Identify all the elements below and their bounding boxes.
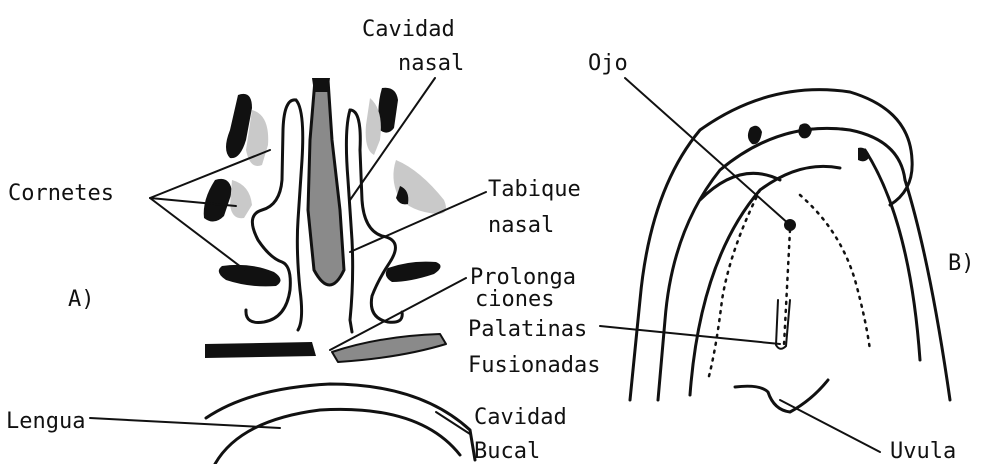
- label-tabique-line1: Tabique: [488, 177, 581, 202]
- label-panel-a: A): [68, 287, 95, 312]
- uvula-outline: [735, 380, 828, 412]
- label-ojo: Ojo: [588, 51, 628, 76]
- tongue-outline: [206, 384, 475, 460]
- left-turbinate-middle: [204, 179, 232, 222]
- label-lengua: Lengua: [6, 409, 85, 434]
- palatal-process-dotted-left: [708, 190, 760, 380]
- left-turbinate-lower: [219, 265, 281, 287]
- label-prolonga-line2: ciones: [475, 287, 554, 312]
- label-tabique-line2: nasal: [488, 213, 554, 238]
- palatal-process-dotted-right: [800, 195, 870, 350]
- panel-b-drawing: [630, 90, 950, 412]
- label-cavidad-bucal-line1: Cavidad: [474, 405, 567, 430]
- label-cavidad-bucal-line2: Bucal: [474, 439, 540, 464]
- label-prolonga-line3: Palatinas: [468, 317, 587, 342]
- label-cornetes: Cornetes: [8, 181, 114, 206]
- label-cavidad-nasal-line1: Cavidad: [362, 17, 455, 42]
- label-cavidad-nasal-line2: nasal: [398, 51, 464, 76]
- left-palatal-shelf: [205, 342, 316, 358]
- label-prolonga-line4: Fusionadas: [468, 353, 600, 378]
- panel-a-drawing: [204, 78, 475, 464]
- right-turbinate-upper: [378, 88, 398, 133]
- labels: Cavidad nasal Ojo Cornetes Tabique nasal…: [6, 17, 975, 464]
- label-panel-b: B): [948, 251, 975, 276]
- panel-a-leaders: [90, 78, 486, 434]
- panel-b-leaders: [600, 78, 880, 452]
- right-turbinate-lower: [386, 262, 441, 282]
- label-uvula: Uvula: [890, 439, 956, 464]
